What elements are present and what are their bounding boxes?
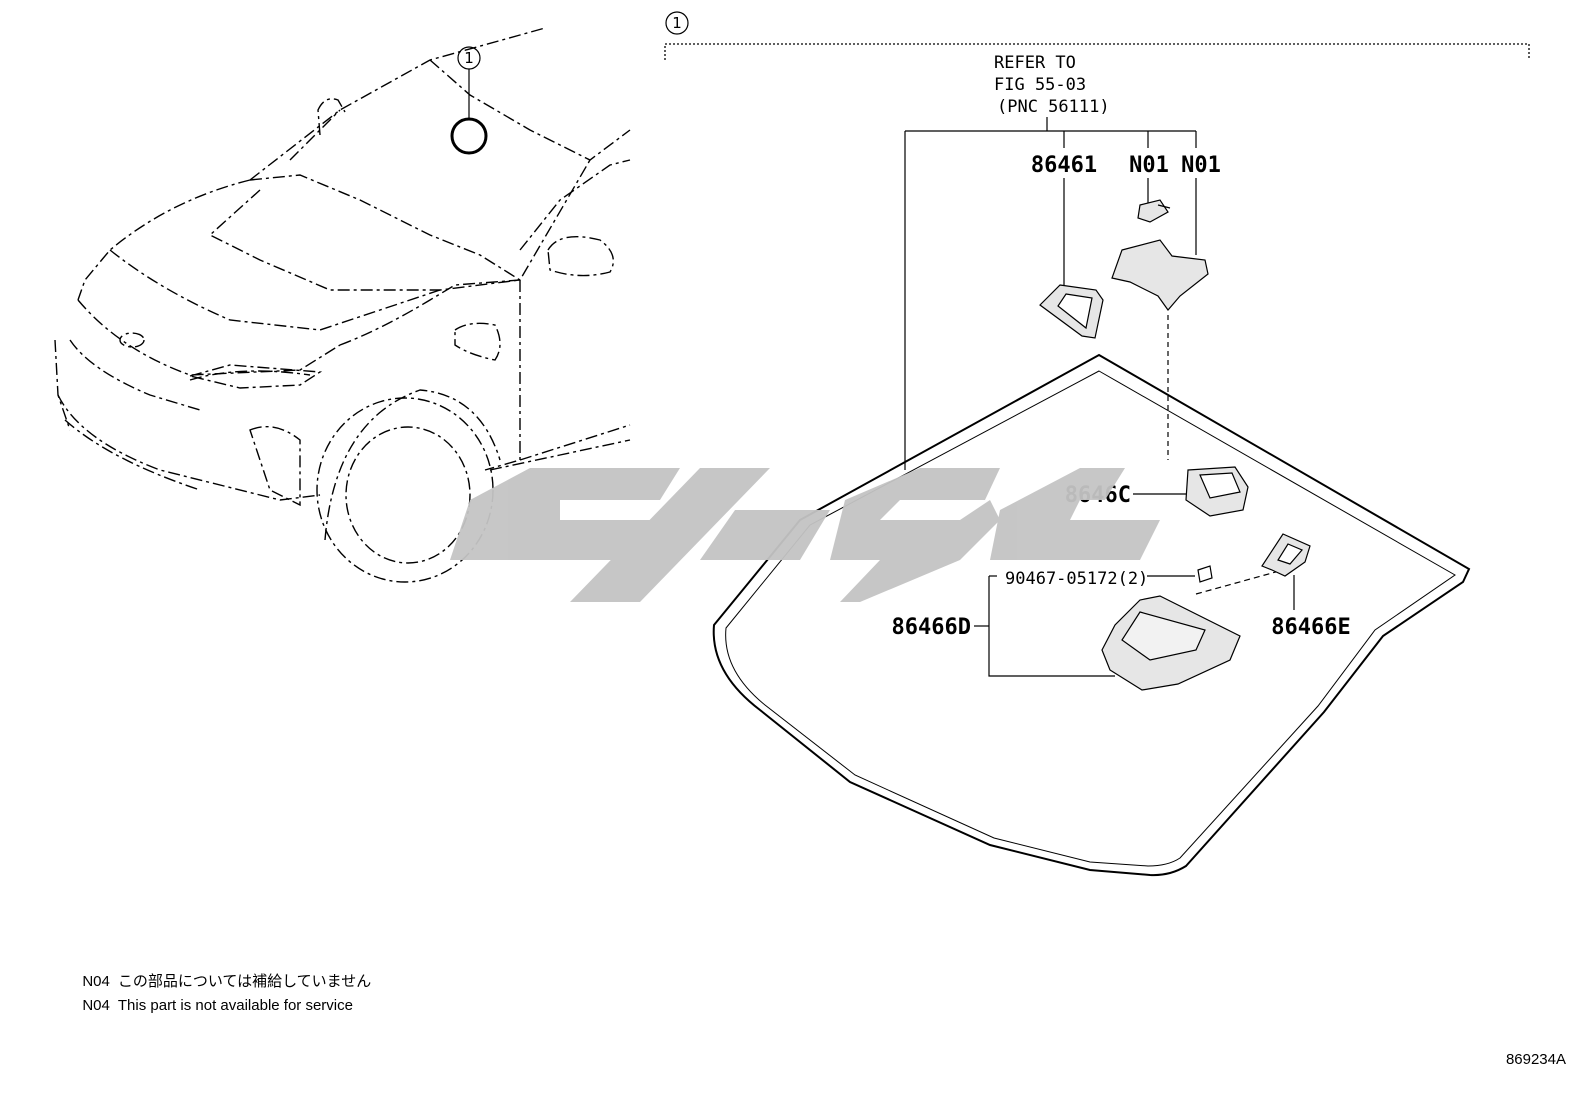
detail-callout-circle — [665, 11, 689, 35]
detail-callout-number: 1 — [672, 14, 682, 32]
part-86461-shape — [1039, 284, 1104, 339]
watermark-logo — [450, 468, 1160, 602]
part-90467-bolt — [1197, 565, 1213, 583]
part-86466e-shape — [1261, 533, 1311, 577]
label-n01-b: N01 — [1181, 153, 1221, 178]
reference-line-3: (PNC 56111) — [997, 97, 1110, 117]
windshield-glass — [712, 353, 1471, 877]
label-86466e: 86466E — [1271, 615, 1350, 640]
footnote-code: N04 — [82, 973, 110, 990]
vehicle-overview-illustration — [54, 27, 631, 583]
part-8646c-shape — [1185, 466, 1249, 517]
footnote-english: N04 This part is not available for servic… — [74, 979, 353, 1015]
leader-lines — [904, 117, 1295, 677]
part-86466d-shape — [1101, 595, 1241, 691]
part-n01-connector — [1137, 199, 1171, 223]
callout-number: 1 — [464, 49, 474, 67]
footnote-japanese: N04 この部品については補給していません — [74, 955, 371, 991]
footnote-text: この部品については補給していません — [117, 973, 372, 990]
location-marker — [450, 117, 488, 155]
footnote-text: This part is not available for service — [117, 997, 353, 1014]
label-90467-05172: 90467-05172(2) — [1005, 569, 1148, 589]
part-n01-bracket — [1111, 239, 1209, 311]
label-86466d: 86466D — [892, 615, 971, 640]
label-86461: 86461 — [1031, 153, 1097, 178]
detail-bracket: 1 — [664, 11, 1530, 60]
drawing-number: 869234A — [1505, 1051, 1566, 1068]
detail-bracket-line — [664, 43, 1530, 60]
label-n01-a: N01 — [1129, 153, 1169, 178]
reference-note: REFER TO FIG 55-03 (PNC 56111) — [994, 53, 1110, 117]
vehicle-callout: 1 — [450, 46, 488, 155]
footnote-code: N04 — [82, 997, 110, 1014]
reference-line-2: FIG 55-03 — [994, 75, 1086, 95]
reference-line-1: REFER TO — [994, 53, 1076, 73]
